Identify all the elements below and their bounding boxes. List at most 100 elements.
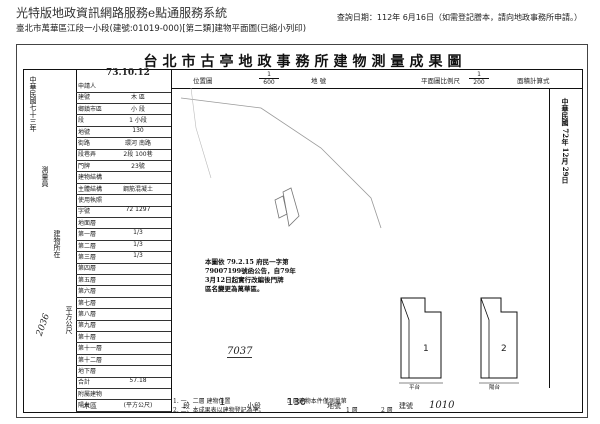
form-row-value: 環河 南路 xyxy=(125,140,151,147)
scale-right: 1 200 xyxy=(469,71,489,86)
form-row: 第十一層 xyxy=(76,342,171,355)
side-label-date: 中華民國七十三年 xyxy=(29,76,37,132)
document-title: 台北市古亭地政事務所建物測量成果圖 xyxy=(143,54,467,70)
handwritten-1010: 1010 xyxy=(429,400,455,411)
form-row-label: 建物結構 xyxy=(78,174,103,182)
form-row-value: 鋼筋混凝土 xyxy=(122,185,153,193)
form-row: 第二層 1/3 xyxy=(76,240,171,253)
form-row: 第十層 xyxy=(76,331,171,344)
scale-right-label: 平面圖比例尺 xyxy=(421,77,460,85)
form-row-value: 1/3 xyxy=(133,229,143,237)
query-date: 查詢日期：112年 6月16日（如需登記謄本，請向地政事務所申請。） xyxy=(336,13,582,22)
form-row-value: 1/3 xyxy=(133,240,143,248)
form-row-label: 地面層 xyxy=(78,219,97,227)
form-row-label: 第十一層 xyxy=(78,345,103,353)
form-row-label: 第一層 xyxy=(78,231,97,239)
form-row-label: 合計 xyxy=(78,379,91,387)
unit-left: 地 號 xyxy=(311,77,327,85)
legend-1: 1. 一、二層 建物位置 xyxy=(173,398,231,405)
form-row: 第六層 xyxy=(76,285,171,298)
right-side-note: 中華民國 72年 12月 29日 xyxy=(561,98,570,184)
form-row-label: 段巷弄 xyxy=(78,151,97,159)
stamp-note: 本圖依 79.2.15 府民一字第 79007199號函公告，自79年 3月12… xyxy=(205,258,296,293)
form-row: 第四層 xyxy=(76,262,171,275)
form-row-label: 申請人 xyxy=(78,83,97,90)
form-row-value: 130 xyxy=(132,126,144,134)
plan-label-balcony: 陽台 xyxy=(489,385,501,391)
legend-right-3: 2 層 xyxy=(381,407,393,414)
survey-form: 中華民國七十三年 測量員 建物所在 平方公尺 2036 73.10.12 申請人… xyxy=(23,68,583,414)
form-row-value: 小 段 xyxy=(131,105,145,113)
form-row-value: 1 小段 xyxy=(129,117,147,125)
plan-label-2: 2 xyxy=(501,344,507,354)
form-row: 陽台(平方公尺) xyxy=(76,399,171,412)
form-row: 主體結構鋼筋混凝土 xyxy=(76,183,171,196)
form-row: 建號 木 區 xyxy=(76,91,171,104)
plan-label-platform: 平台 xyxy=(409,385,421,391)
form-row-label: 第九層 xyxy=(78,322,97,330)
form-row: 第三層 1/3 xyxy=(76,251,171,264)
drawing-area: 位置圖 1 600 地 號 平面圖比例尺 1 200 面積計算式 xyxy=(171,70,583,414)
legend-right-1: 5 層建物本件僅測量第 xyxy=(287,398,347,405)
form-row-label: 第二層 xyxy=(78,242,97,250)
form-row: 鄉鎮市區 小 段 xyxy=(76,103,171,116)
form-row: 第八層 xyxy=(76,308,171,321)
bottom-label-district: 木區 xyxy=(83,402,97,410)
form-row: 使用執照 xyxy=(76,194,171,207)
form-row-label: 建號 xyxy=(78,94,91,102)
location-label: 位置圖 xyxy=(193,77,213,85)
form-row-label: 附屬建物 xyxy=(78,390,103,398)
right-side-column: 中華民國 72年 12月 29日 xyxy=(549,88,583,388)
form-row: 段巷弄 2段 100巷 xyxy=(76,148,171,161)
form-row: 附屬建物 xyxy=(76,388,171,401)
form-row-value: 木 區 xyxy=(131,94,145,102)
site-plan-drawing xyxy=(180,88,519,384)
form-row-value: 2段 100巷 xyxy=(123,151,153,159)
form-row-label: 第三層 xyxy=(78,254,97,261)
form-row: 申請人 xyxy=(76,80,171,93)
form-row-label: 第十二層 xyxy=(78,356,103,364)
form-row: 地面層 xyxy=(76,217,171,230)
address-line: 臺北市萬華區江段一小段(建號:01019-000)[第二類]建物平面圖(已縮小列… xyxy=(16,24,307,34)
document-sheet: 台北市古亭地政事務所建物測量成果圖 中華民國七十三年 測量員 建物所在 平方公尺… xyxy=(16,44,588,418)
form-row: 街路環河 南路 xyxy=(76,137,171,150)
form-row-label: 第四層 xyxy=(78,265,97,273)
form-row: 字號 72 1297 xyxy=(76,205,171,218)
form-row-label: 使用執照 xyxy=(78,197,103,204)
brand-title: 光特版地政資訊網路服務e點通服務系統 xyxy=(16,6,228,20)
form-row-label: 段 xyxy=(78,117,85,125)
handwriting-number: 2036 xyxy=(34,312,53,338)
form-row-label: 第十層 xyxy=(78,333,97,341)
side-column: 中華民國七十三年 測量員 建物所在 平方公尺 2036 xyxy=(24,70,77,412)
legend-2: 2. 二、本成果表以建物登記為準。 xyxy=(173,407,265,414)
form-row-value: 1/3 xyxy=(133,252,143,259)
plan-label-1: 1 xyxy=(423,344,429,354)
bottom-label-building: 建號 xyxy=(399,402,413,410)
side-label-surveyor: 測量員 xyxy=(41,166,49,187)
form-row-label: 字號 xyxy=(78,208,91,216)
form-row-label: 鄉鎮市區 xyxy=(78,105,103,113)
form-row-value: 72 1297 xyxy=(125,206,151,214)
legend-right-2: 1 層 xyxy=(346,407,358,414)
bottom-label-section: 段 xyxy=(183,402,190,410)
page-header: 光特版地政資訊網路服務e點通服務系統 臺北市萬華區江段一小段(建號:01019-… xyxy=(0,0,600,40)
form-row: 第十二層 xyxy=(76,354,171,367)
date-stamp: 73.10.12 xyxy=(106,68,150,78)
bottom-row: 木區 段 1 小段 130 地號 建號 xyxy=(23,397,581,415)
form-row-label: 第五層 xyxy=(78,276,97,284)
form-row: 段 1 小段 xyxy=(76,114,171,127)
form-row-label: 第八層 xyxy=(78,311,97,318)
form-row-label: 第七層 xyxy=(78,299,97,307)
form-row: 第九層 xyxy=(76,319,171,332)
form-row-label: 地下層 xyxy=(78,368,97,375)
drawing-topbar: 位置圖 1 600 地 號 平面圖比例尺 1 200 面積計算式 xyxy=(171,70,582,89)
form-row-label: 陽台 xyxy=(78,402,91,410)
form-row-label: 第六層 xyxy=(78,288,97,296)
form-row: 第一層 1/3 xyxy=(76,228,171,241)
form-row-value: 23號 xyxy=(131,162,145,170)
form-row-label: 門牌 xyxy=(78,162,91,170)
form-row: 建物結構 xyxy=(76,171,171,184)
scale-left: 1 600 xyxy=(259,71,279,86)
